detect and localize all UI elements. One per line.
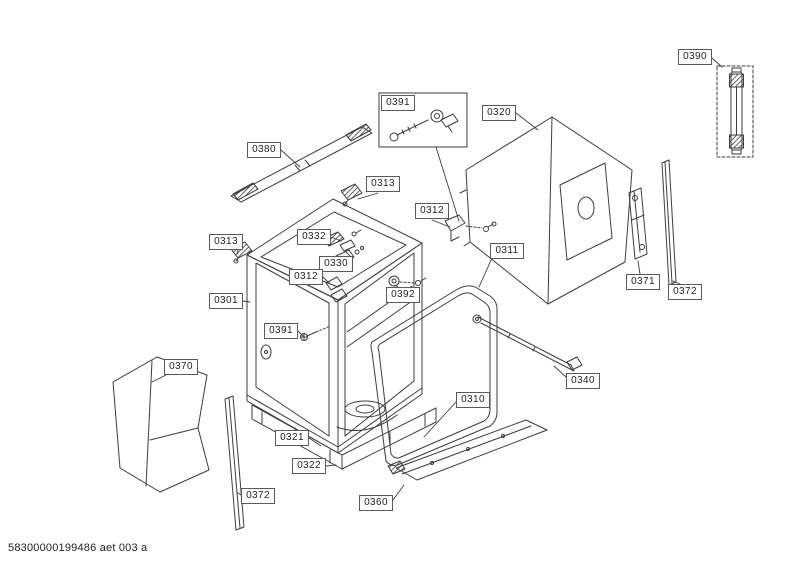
callout-valve-0391 [378,92,468,148]
part-side-panel-0320 [459,116,633,305]
part-label-0391-mid: 0391 [264,323,298,339]
part-strip-0372-right [661,159,677,286]
part-label-0321: 0321 [275,430,309,446]
part-label-0372-right: 0372 [668,284,702,300]
part-label-0370: 0370 [164,359,198,375]
part-brackets-0313 [230,183,363,264]
part-label-0371: 0371 [626,274,660,290]
part-screw-0391 [300,326,329,341]
part-strip-0372-left [224,395,245,531]
part-top-strip-0380 [230,123,373,203]
part-label-0312-mid: 0312 [289,269,323,285]
part-rail-0340 [472,314,583,372]
part-label-0360: 0360 [359,495,393,511]
part-label-0322: 0322 [292,458,326,474]
part-base-panel-0360 [387,419,548,481]
part-bracket-0312 [325,214,497,291]
part-label-0390: 0390 [678,49,712,65]
part-hose-0390 [716,65,754,158]
part-label-0320: 0320 [482,105,516,121]
leader-lines [151,57,723,501]
part-bracket-0371 [628,187,648,260]
part-label-0340: 0340 [566,373,600,389]
part-label-0372-left: 0372 [241,488,275,504]
part-label-0301: 0301 [209,293,243,309]
part-label-0313-top: 0313 [366,176,400,192]
part-label-0380: 0380 [247,142,281,158]
part-gasket-0310-0311 [370,285,498,466]
part-label-0391-top: 0391 [381,95,415,111]
document-code: 58300000199486 aet 003 a [8,542,148,554]
part-label-0312-top: 0312 [415,203,449,219]
part-label-0332: 0332 [297,229,331,245]
part-grommet-0392 [388,275,427,287]
part-tub-0301 [246,198,423,454]
part-label-0311: 0311 [490,243,524,259]
part-label-0313-left: 0313 [209,234,243,250]
part-label-0330: 0330 [319,256,353,272]
part-label-0310: 0310 [456,392,490,408]
part-label-0392: 0392 [386,287,420,303]
